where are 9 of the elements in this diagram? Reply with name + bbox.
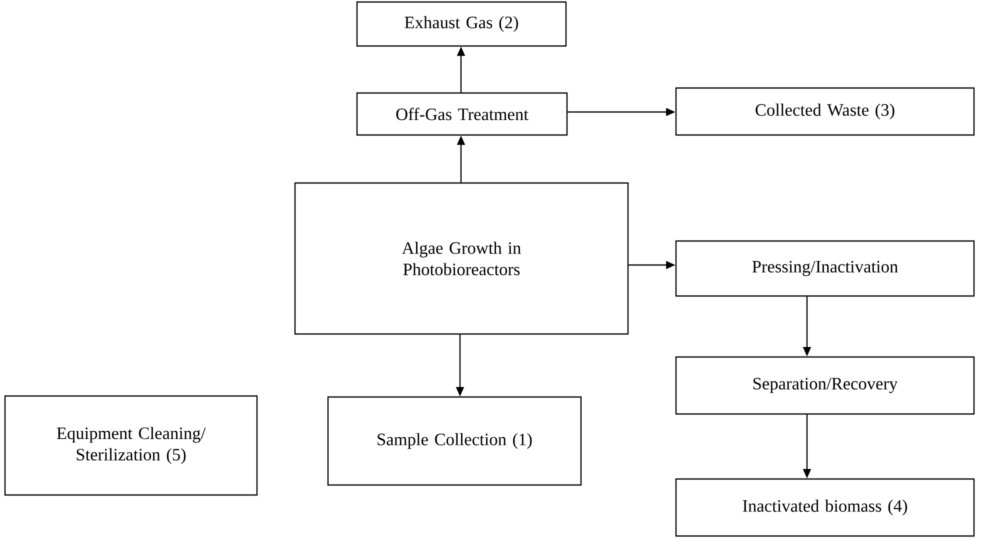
process-box: Equipment Cleaning/ Sterilization (5) (4, 395, 258, 496)
process-box: Exhaust Gas (2) (356, 1, 567, 47)
process-box: Sample Collection (1) (327, 396, 582, 486)
process-box: Separation/Recovery (675, 356, 975, 415)
process-box: Collected Waste (3) (675, 87, 975, 136)
process-box: Off-Gas Treatment (356, 92, 568, 136)
process-box: Inactivated biomass (4) (675, 478, 975, 537)
process-box: Pressing/Inactivation (675, 240, 975, 297)
process-box: Algae Growth in Photobioreactors (294, 182, 629, 335)
